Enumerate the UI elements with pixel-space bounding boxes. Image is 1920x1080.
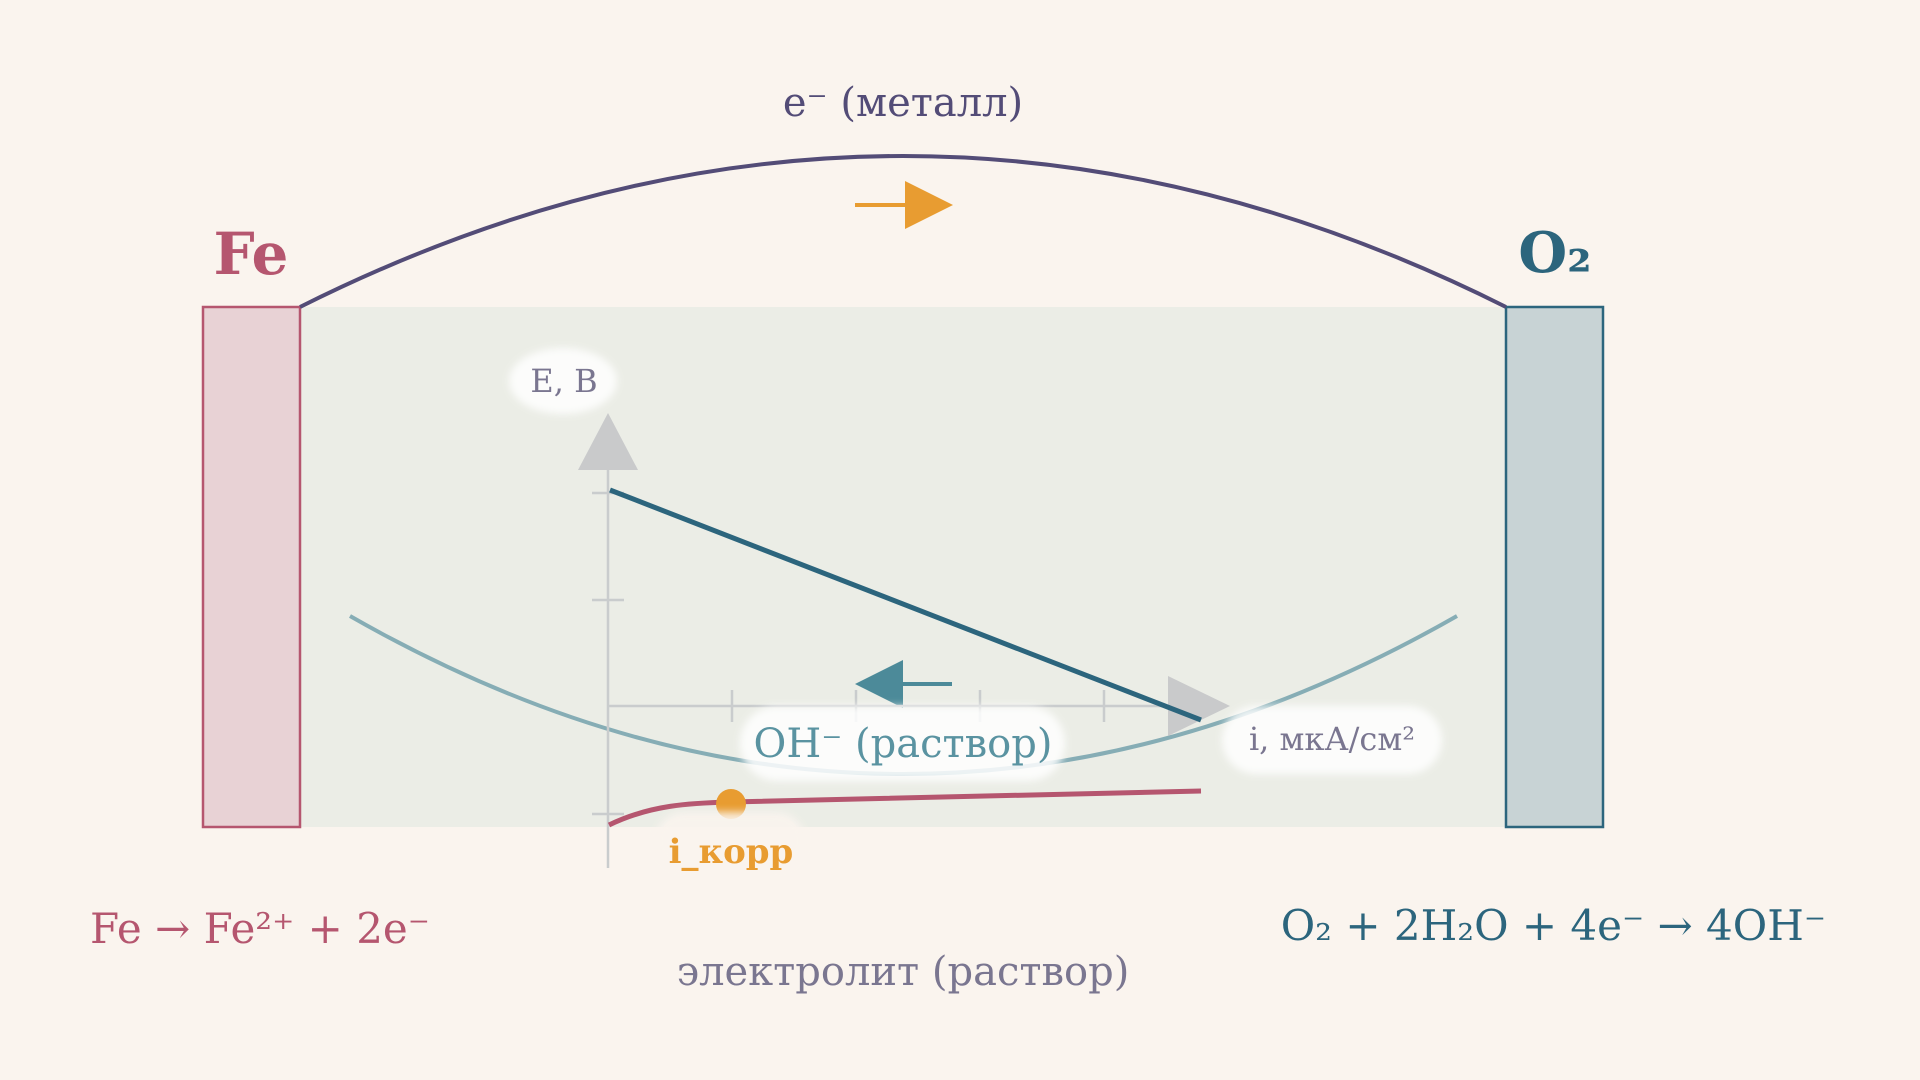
x-axis-label-halo bbox=[1222, 706, 1442, 774]
y-axis-arrowhead bbox=[578, 413, 638, 470]
y-axis-label: E, В bbox=[530, 362, 597, 400]
x-axis-label: i, мкА/см² bbox=[1249, 720, 1415, 758]
y-axis-label-halo bbox=[509, 348, 617, 414]
electrolyte-label: электролит (раствор) bbox=[677, 949, 1130, 995]
anode-label: Fe bbox=[214, 220, 289, 288]
metal-wire bbox=[299, 154, 1507, 309]
cathodic-polarization-line bbox=[609, 487, 1202, 723]
ion-label-halo bbox=[740, 706, 1065, 781]
corrosion-current-label: i_корр bbox=[669, 832, 794, 872]
electron-flow-label: e⁻ (металл) bbox=[783, 80, 1023, 126]
cathode-label: O₂ bbox=[1518, 220, 1591, 286]
cathode-reaction: O₂ + 2H₂O + 4e⁻ → 4OH⁻ bbox=[1281, 901, 1826, 950]
anode-reaction: Fe → Fe²⁺ + 2e⁻ bbox=[90, 904, 430, 953]
corrosion-label-halo bbox=[655, 812, 805, 870]
cathode-electrode bbox=[1504, 305, 1605, 829]
ion-flow-arrow bbox=[855, 660, 952, 708]
anode-electrode bbox=[201, 305, 302, 829]
x-axis-arrowhead bbox=[1168, 676, 1230, 736]
corrosion-current-point bbox=[716, 789, 746, 819]
solution-ion-label: OH⁻ (раствор) bbox=[754, 721, 1053, 767]
electron-flow-arrow bbox=[855, 181, 953, 229]
